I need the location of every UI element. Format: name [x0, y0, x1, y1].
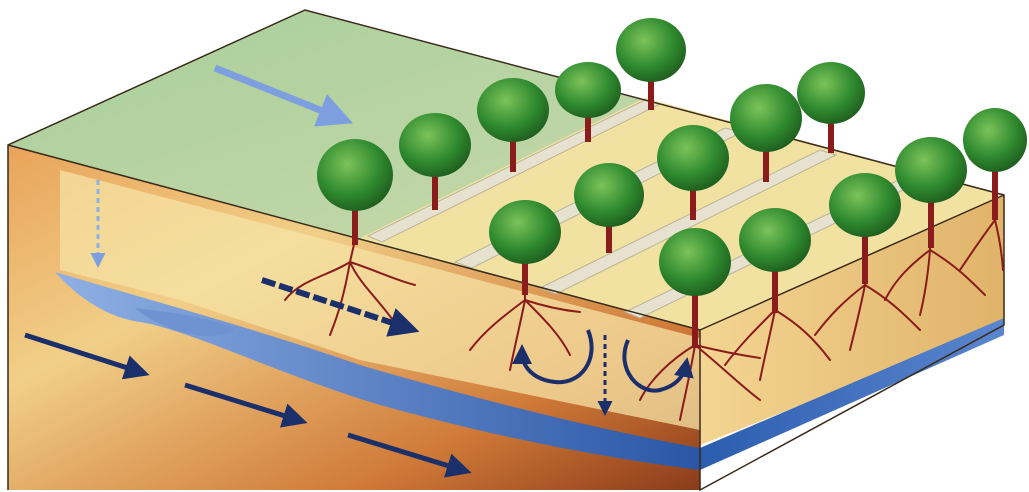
tree — [739, 208, 811, 313]
tree — [616, 18, 686, 110]
groundwater-front — [55, 272, 700, 470]
tree — [317, 139, 393, 245]
block-edge — [699, 194, 1005, 331]
tree — [489, 200, 561, 295]
groundwater-flow-arrow — [24, 332, 150, 380]
circulation-loop-arrow — [512, 329, 594, 385]
tree — [797, 62, 865, 153]
tree — [555, 62, 621, 142]
field-area — [360, 98, 1004, 330]
tree — [659, 228, 731, 348]
groundwater-side — [700, 318, 1004, 470]
field-strip — [538, 149, 838, 295]
soil-upper-band — [60, 170, 700, 430]
tree — [963, 108, 1027, 220]
circulation-loop-arrow — [622, 339, 694, 393]
tree — [657, 125, 729, 220]
tree — [399, 113, 471, 210]
surface-runoff-arrow — [213, 64, 353, 127]
subsurface-flow-arrow — [261, 277, 420, 337]
soil-side-face — [700, 195, 1004, 445]
tree — [829, 173, 901, 284]
tree — [895, 137, 967, 248]
tree — [574, 163, 644, 253]
tree — [730, 84, 802, 182]
tree — [477, 78, 549, 172]
groundwater-flow-arrow — [184, 382, 308, 428]
block-outline — [7, 9, 1005, 492]
groundwater-pool — [135, 308, 235, 337]
groundwater-flow-arrow — [347, 432, 472, 478]
